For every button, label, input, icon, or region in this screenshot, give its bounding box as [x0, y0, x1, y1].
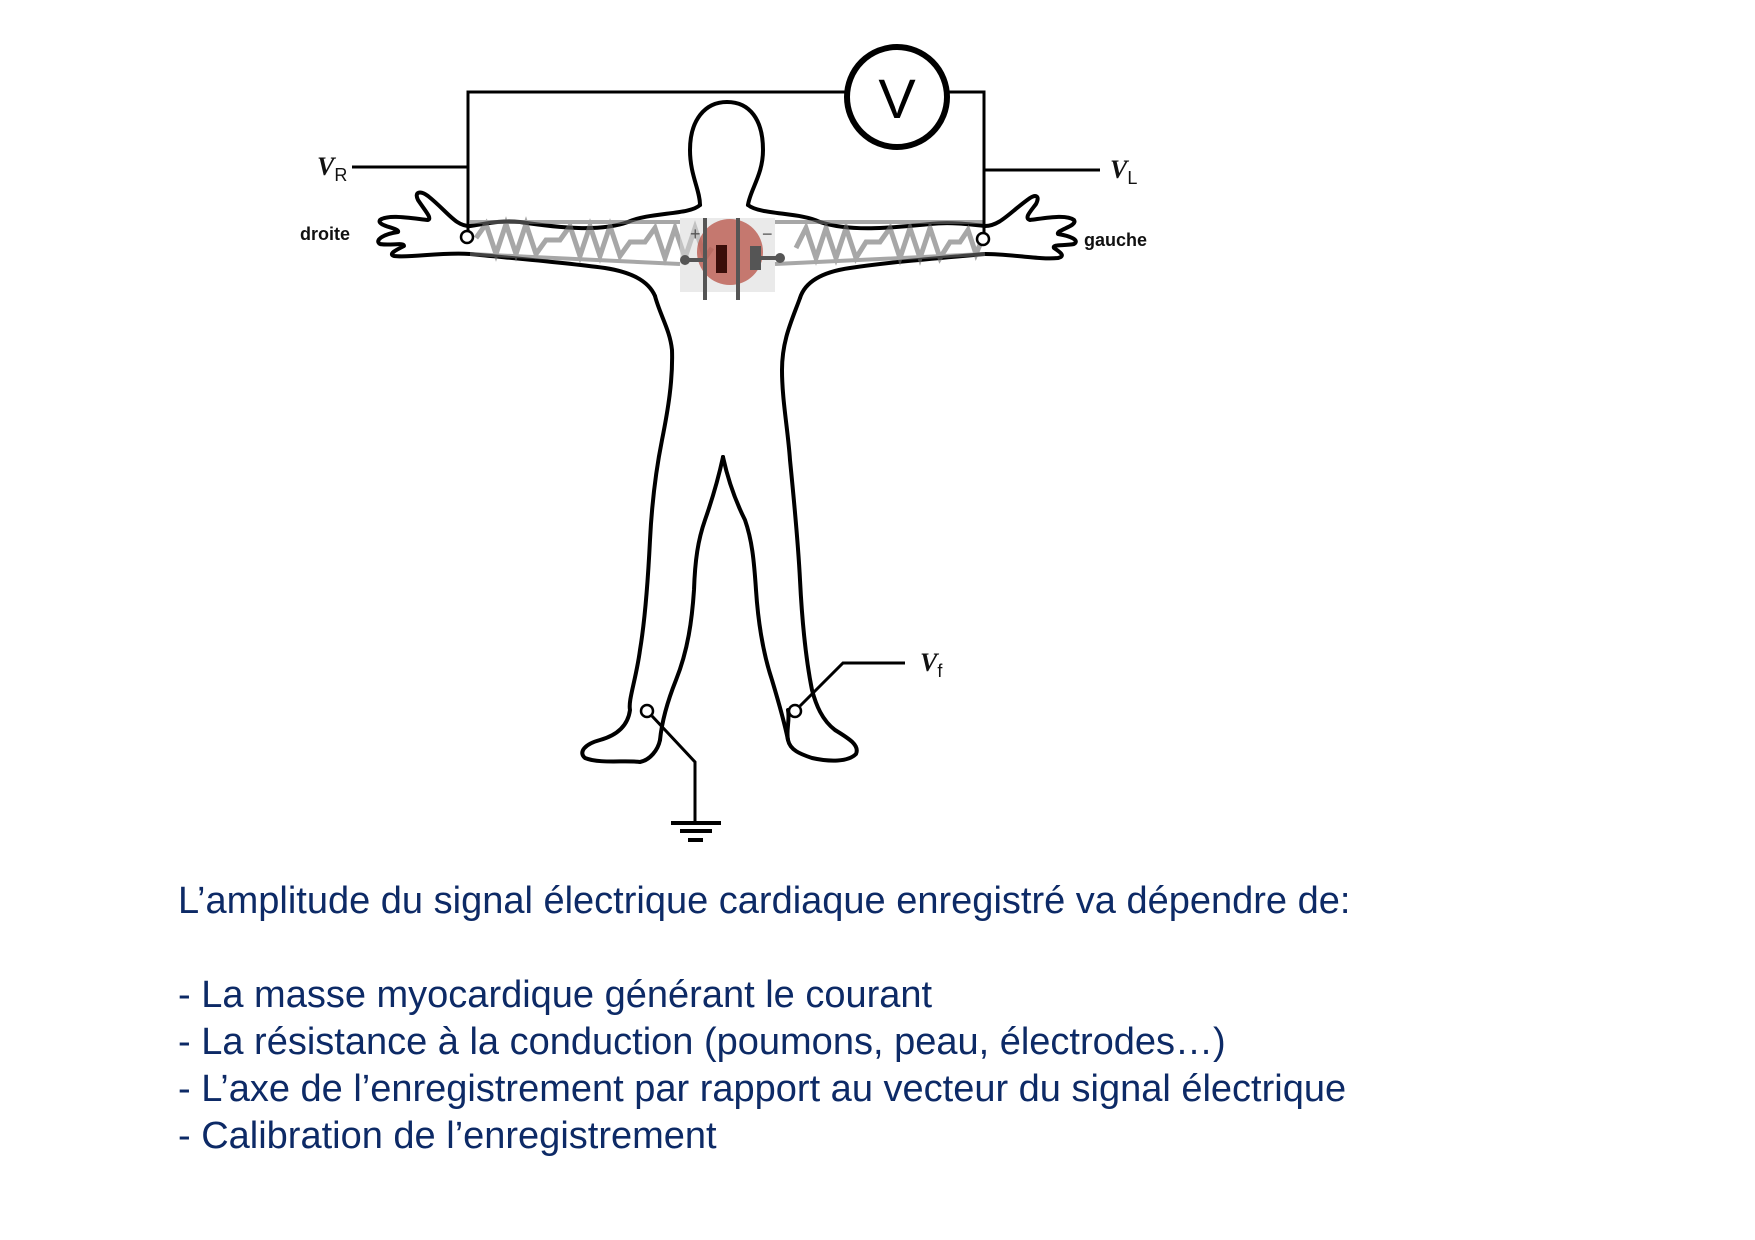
- factor-item: - La résistance à la conduction (poumons…: [178, 1021, 1226, 1063]
- circuit-wires: [352, 90, 1100, 842]
- wire-ground: [650, 714, 697, 823]
- electrodes: [459, 229, 991, 719]
- minus-sign: −: [762, 224, 773, 244]
- wire-top-left: [466, 90, 847, 236]
- electrode-right-leg: [639, 703, 655, 719]
- explanation-title: L’amplitude du signal électrique cardiaq…: [178, 880, 1351, 922]
- voltmeter-icon: V: [844, 44, 950, 150]
- label-v-left: VL: [1110, 155, 1138, 188]
- human-body-outline: [376, 100, 1078, 764]
- electrode-left-leg: [787, 703, 803, 719]
- resistor-right-arm: [473, 216, 715, 266]
- plus-sign: +: [690, 224, 701, 244]
- factor-item: - La masse myocardique générant le coura…: [178, 974, 933, 1016]
- electrode-left-arm: [975, 231, 991, 247]
- electrode-right-arm: [459, 229, 475, 245]
- factor-list: - La masse myocardique générant le coura…: [178, 972, 1350, 1160]
- factor-item: - L’axe de l’enregistrement par rapport …: [178, 1068, 1347, 1110]
- label-v-right: VR: [317, 152, 348, 185]
- label-gauche: gauche: [1084, 230, 1148, 250]
- ecg-body-circuit-diagram: + − V VR: [300, 44, 1148, 842]
- diagram-svg: + − V: [352, 44, 1100, 842]
- heart-dipole: + −: [680, 218, 785, 300]
- heart-icon: [697, 219, 763, 285]
- label-droite: droite: [300, 224, 351, 244]
- arm-resistor-overlay: [469, 216, 986, 266]
- factor-item: - Calibration de l’enregistrement: [178, 1115, 717, 1157]
- wire-v-foot: [798, 661, 905, 708]
- voltmeter-label: V: [878, 67, 916, 130]
- wire-top-right: [947, 90, 986, 236]
- resistor-left-arm: [793, 220, 985, 266]
- explanation-text: L’amplitude du signal électrique cardiaq…: [178, 878, 1350, 1160]
- label-v-foot: Vf: [920, 648, 943, 681]
